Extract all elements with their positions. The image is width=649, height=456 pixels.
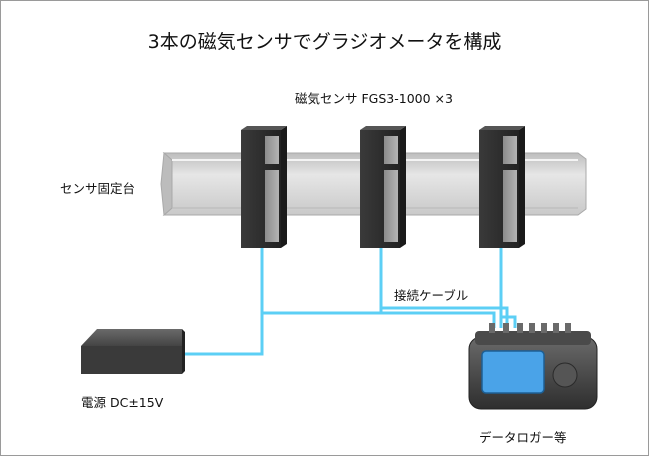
- diagram-title: 3本の磁気センサでグラジオメータを構成: [147, 31, 502, 53]
- sensors-label: 磁気センサ FGS3-1000 ×3: [295, 91, 453, 106]
- power-label: 電源 DC±15V: [81, 395, 164, 410]
- logger-label: データロガー等: [479, 430, 567, 445]
- cable-bus-3: [501, 315, 517, 328]
- mount-label: センサ固定台: [60, 181, 136, 196]
- cable-bus: [262, 311, 496, 328]
- logger-dial: [552, 362, 578, 388]
- cable-bus-2: [381, 306, 509, 328]
- cable-label: 接続ケーブル: [394, 288, 469, 303]
- data-logger: [468, 323, 598, 410]
- magnetic-sensor-2: [360, 126, 406, 248]
- magnetic-sensor-1: [241, 126, 287, 248]
- cable-power: [182, 313, 264, 356]
- logger-screen: [481, 350, 545, 394]
- power-supply: [81, 329, 185, 374]
- magnetic-sensor-3: [479, 126, 525, 248]
